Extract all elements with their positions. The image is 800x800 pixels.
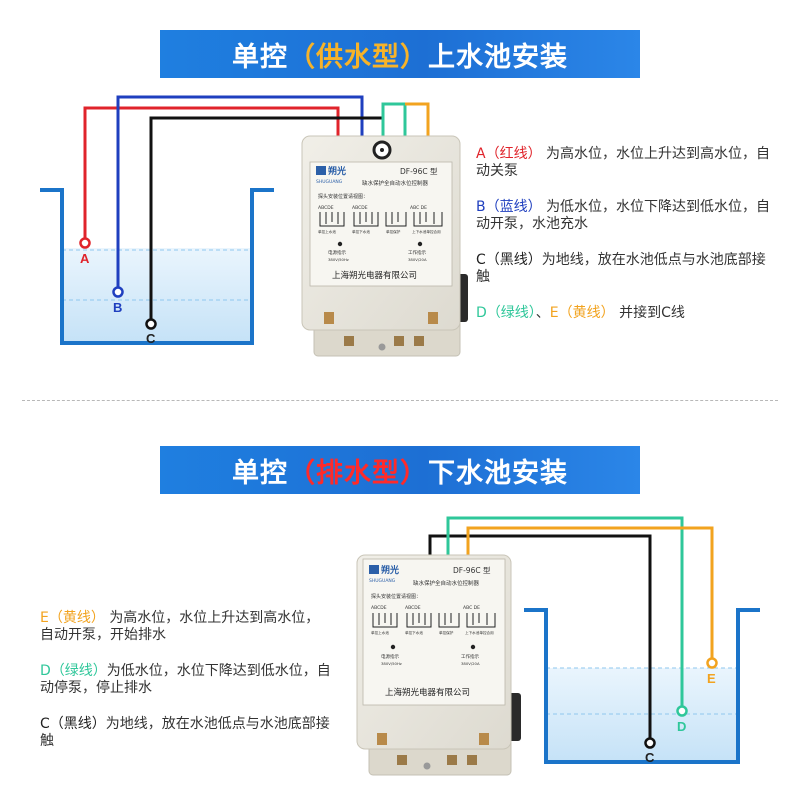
top-desc-e-color: （黄线）: [558, 305, 615, 321]
top-title-post: 上水池安装: [428, 41, 568, 73]
bottom-controller-device: 朔光 SHUGUANG DF-96C 型 缺水保护全自动水位控制器 探头安装位置…: [356, 554, 521, 776]
bottom-desc-c-key: C: [40, 716, 50, 732]
top-title-mid: （供水型）: [288, 41, 428, 73]
top-device-terminals-3: ABC DE: [410, 205, 427, 211]
top-device-terminals-1: ABCDE: [318, 205, 334, 211]
top-desc-de-text: 并接到C线: [619, 305, 685, 321]
bottom-title-mid: （排水型）: [288, 457, 428, 489]
bottom-desc-c-color: （黑线）: [49, 716, 106, 732]
bottom-desc-d-color: （绿线）: [50, 663, 107, 679]
bottom-label-d: D: [677, 719, 686, 734]
top-device-brand: 朔光: [328, 165, 346, 177]
bottom-device-mode-1: 单控上水池: [371, 630, 389, 635]
bottom-probe-d: [676, 705, 688, 717]
bottom-tank: [524, 608, 760, 764]
top-desc-c: C（黑线）为地线，放在水池低点与水池底部接触: [476, 252, 772, 286]
top-device-power-label: 电源指示: [328, 249, 346, 256]
top-desc-de: D（绿线）、E（黄线） 并接到C线: [476, 305, 772, 322]
bottom-device-power-label: 电源指示: [381, 653, 399, 660]
top-device-terminals-2: ABCDE: [352, 205, 368, 211]
bottom-device-work-label: 工作指示: [461, 653, 479, 660]
top-device-diagram-title: 探头安装位置请视图：: [318, 193, 368, 200]
top-desc-a: A（红线） 为高水位，水位上升达到高水位，自动关泵: [476, 146, 772, 180]
top-device-power-spec: 380V/50Hz: [328, 257, 349, 262]
bottom-desc-d-key: D: [40, 663, 51, 679]
top-device-work-label: 工作指示: [408, 249, 426, 256]
top-desc-a-text: 为高水位，水位上升达到高水位，自动关泵: [476, 146, 771, 179]
bottom-title-post: 下水池安装: [428, 457, 568, 489]
bottom-black-wire: [428, 534, 652, 740]
top-desc-a-color: （红线）: [485, 146, 542, 162]
top-desc-e-key: E: [549, 305, 559, 321]
top-device-mode-4: 上下水池单控合用: [412, 229, 441, 234]
top-device-product: 缺水保护全自动水位控制器: [362, 179, 429, 187]
top-desc-de-sep: 、: [535, 305, 550, 321]
top-device-mode-1: 单控上水池: [318, 229, 336, 234]
top-desc-d-key: D: [476, 305, 487, 321]
bottom-device-product: 缺水保护全自动水位控制器: [413, 579, 480, 587]
top-desc-c-key: C: [476, 252, 486, 268]
bottom-device-mode-3: 单控保护: [439, 630, 454, 635]
bottom-desc-e: E（黄线） 为高水位，水位上升达到高水位，自动开泵，开始排水: [40, 610, 332, 644]
top-title-pre: 单控: [232, 41, 288, 73]
bottom-title-pre: 单控: [232, 457, 288, 489]
bottom-device-terminals-2: ABCDE: [405, 605, 421, 611]
bottom-title-banner: 单控 （排水型） 下水池安装: [160, 446, 640, 494]
top-probe-b: [112, 286, 124, 298]
bottom-description-block: E（黄线） 为高水位，水位上升达到高水位，自动开泵，开始排水 D（绿线）为低水位…: [40, 610, 332, 769]
top-title-banner: 单控 （供水型） 上水池安装: [160, 30, 640, 78]
top-red-wire: [83, 106, 340, 243]
section-divider: [22, 400, 778, 401]
top-probe-a: [79, 237, 91, 249]
bottom-device-model: DF-96C 型: [453, 566, 491, 575]
top-desc-a-key: A: [476, 146, 486, 162]
top-device-work-spec: 380V/20A: [408, 257, 427, 262]
bottom-desc-d: D（绿线）为低水位，水位下降达到低水位，自动停泵，停止排水: [40, 663, 332, 697]
bottom-device-diagram-title: 探头安装位置请视图：: [371, 593, 421, 600]
bottom-device-power-spec: 380V/50Hz: [381, 661, 402, 666]
bottom-device-work-spec: 380V/20A: [461, 661, 480, 666]
bottom-device-terminals-1: ABCDE: [371, 605, 387, 611]
top-desc-d-color: （绿线）: [486, 305, 536, 321]
bottom-green-wire: [446, 516, 684, 708]
bottom-desc-e-key: E: [40, 610, 49, 626]
top-desc-b-color: （蓝线）: [485, 199, 542, 215]
bottom-device-terminals-3: ABC DE: [463, 605, 480, 611]
bottom-device-mode-4: 上下水池单控合用: [465, 630, 494, 635]
top-desc-c-color: （黑线）: [485, 252, 542, 268]
top-yellow-wire: [405, 102, 430, 140]
top-controller-device: 朔光 SHUGUANG DF-96C 型 缺水保护全自动水位控制器 探头安装位置…: [301, 135, 468, 357]
bottom-label-c: C: [645, 750, 655, 765]
top-tank: [40, 188, 274, 345]
top-label-a: A: [80, 251, 90, 266]
top-desc-b-text: 为低水位，水位下降达到低水位，自动开泵，水池充水: [476, 199, 771, 232]
top-desc-c-text: 为地线，放在水池低点与水池底部接触: [476, 252, 766, 285]
bottom-desc-e-text: 为高水位，水位上升达到高水位，自动开泵，开始排水: [40, 610, 320, 643]
top-label-b: B: [113, 300, 122, 315]
top-device-company: 上海朔光电器有限公司: [332, 270, 417, 281]
bottom-label-e: E: [707, 671, 716, 686]
bottom-desc-e-color: （黄线）: [48, 610, 105, 626]
top-description-block: A（红线） 为高水位，水位上升达到高水位，自动关泵 B（蓝线） 为低水位，水位下…: [476, 146, 772, 341]
bottom-device-brand-en: SHUGUANG: [369, 578, 396, 584]
bottom-desc-c: C（黑线）为地线，放在水池低点与水池底部接触: [40, 716, 332, 750]
top-desc-b: B（蓝线） 为低水位，水位下降达到低水位，自动开泵，水池充水: [476, 199, 772, 233]
top-device-mode-2: 单控下水池: [352, 229, 370, 234]
bottom-desc-d-text: 为低水位，水位下降达到低水位，自动停泵，停止排水: [40, 663, 331, 696]
bottom-probe-c: [644, 737, 656, 749]
bottom-yellow-wire: [466, 526, 714, 660]
top-device-model: DF-96C 型: [400, 167, 438, 176]
top-green-wire: [381, 102, 407, 140]
top-device-mode-3: 单控保护: [386, 229, 401, 234]
bottom-probe-e: [706, 657, 718, 669]
top-probe-c: [145, 318, 157, 330]
bottom-device-mode-2: 单控下水池: [405, 630, 423, 635]
bottom-device-company: 上海朔光电器有限公司: [385, 687, 470, 698]
top-desc-b-key: B: [476, 199, 486, 215]
bottom-device-brand: 朔光: [381, 564, 399, 576]
top-label-c: C: [146, 331, 156, 346]
bottom-desc-c-text: 为地线，放在水池低点与水池底部接触: [40, 716, 330, 749]
top-device-brand-en: SHUGUANG: [316, 179, 343, 185]
